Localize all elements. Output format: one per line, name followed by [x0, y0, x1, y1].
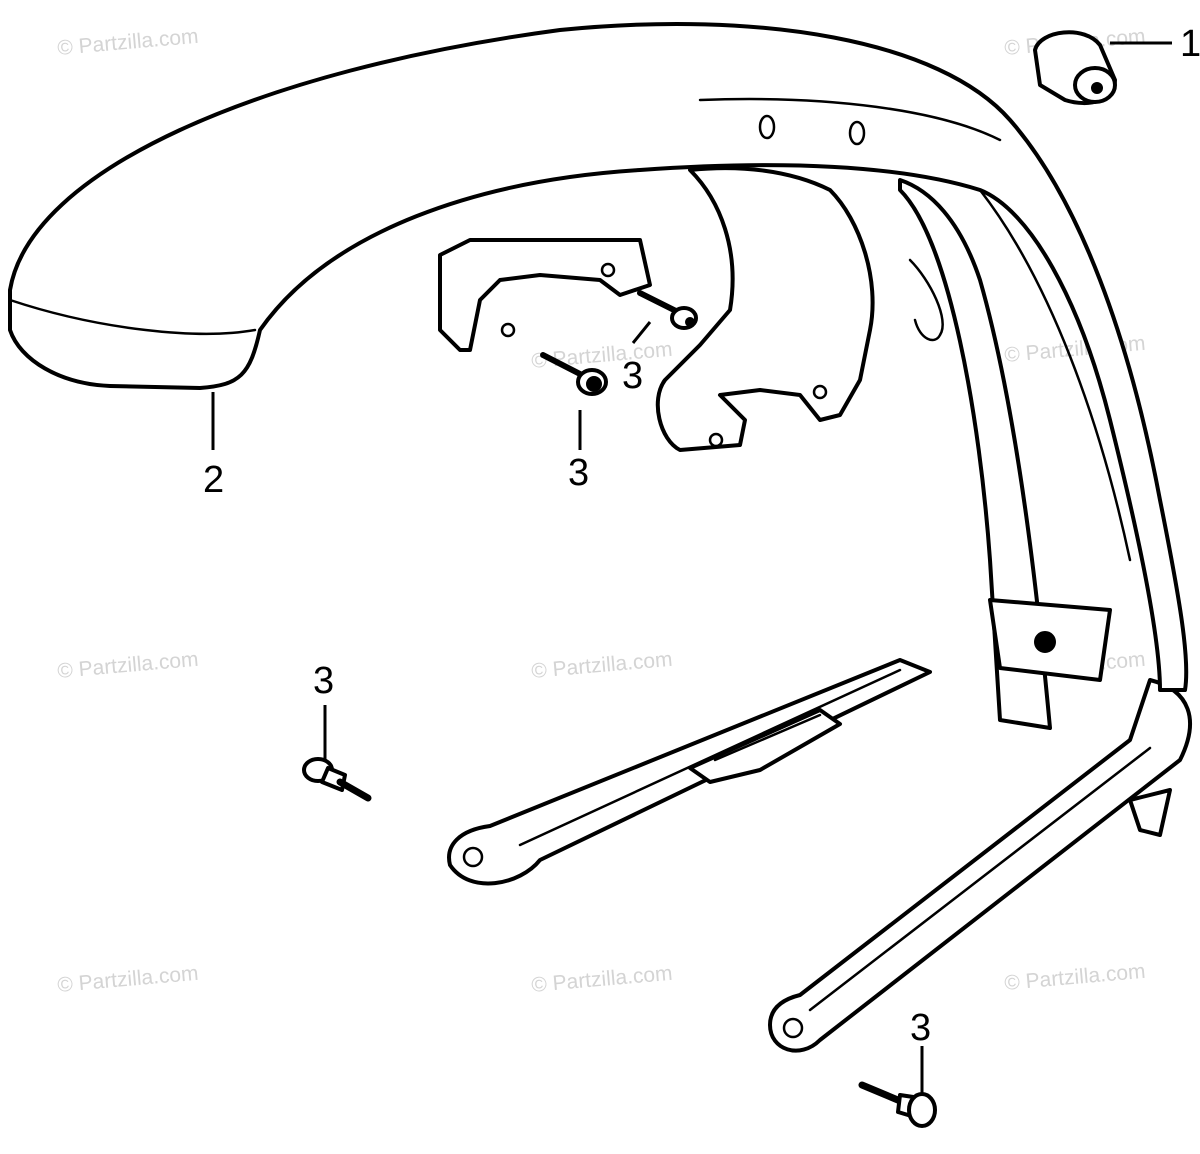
- watermark: © Partzilla.com: [530, 338, 673, 373]
- watermark: © Partzilla.com: [56, 962, 199, 997]
- watermark: © Partzilla.com: [56, 648, 199, 683]
- watermark: © Partzilla.com: [56, 25, 199, 60]
- callout-bolt-middle: 3: [568, 452, 589, 494]
- cap-nut: [1033, 30, 1117, 106]
- bolt-lower-left: [302, 757, 372, 802]
- fender-stay: [438, 166, 1192, 1053]
- callout-bolt-upper: 3: [622, 355, 643, 397]
- watermark: © Partzilla.com: [530, 648, 673, 683]
- leader-lines: [211, 41, 1172, 1095]
- callout-bolt-bottom: 3: [910, 1007, 931, 1049]
- front-fender: [8, 22, 1189, 692]
- bolt-middle: [540, 352, 608, 396]
- callout-bolt-left: 3: [313, 660, 334, 702]
- bolt-upper-center: [637, 290, 698, 330]
- watermark: © Partzilla.com: [530, 962, 673, 997]
- bolt-bottom-right: [858, 1081, 937, 1128]
- callout-fender: 2: [203, 459, 224, 501]
- watermark: © Partzilla.com: [1003, 960, 1146, 995]
- callout-cap: 1: [1180, 23, 1200, 65]
- callouts: 1 2 3 3 3 3: [203, 23, 1200, 1049]
